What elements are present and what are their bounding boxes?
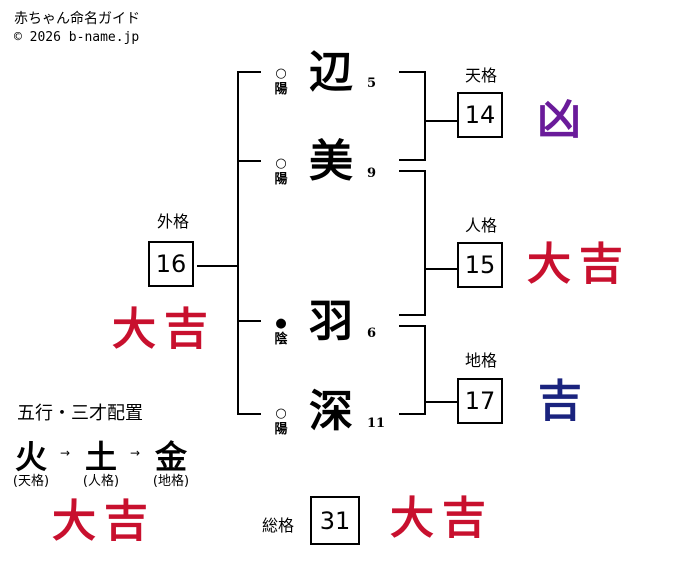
app-title: 赤ちゃん命名ガイド <box>14 11 140 27</box>
bracket-line <box>424 170 426 316</box>
stroke-count: 6 <box>367 326 377 341</box>
bracket-line <box>399 159 425 161</box>
tenkaku-fortune: 凶 <box>537 94 589 145</box>
stroke-count: 9 <box>367 166 377 181</box>
bracket-line <box>237 160 261 162</box>
name-char: 深 <box>309 386 353 437</box>
gogyo-title: 五行・三才配置 <box>17 403 143 424</box>
stroke-count: 11 <box>367 416 386 431</box>
bracket-line <box>399 325 425 327</box>
bracket-line <box>424 401 457 403</box>
arrow-icon: → <box>60 446 71 460</box>
polarity-yang: ○陽 <box>274 156 288 187</box>
bracket-line <box>424 120 457 122</box>
chikaku-label: 地格 <box>464 351 497 370</box>
gogyo-sub: (地格) <box>152 474 190 489</box>
bracket-line <box>399 71 425 73</box>
bracket-line <box>399 314 425 316</box>
gaikaku-fortune: 大吉 <box>112 304 216 355</box>
name-char: 美 <box>309 136 353 187</box>
stroke-count: 5 <box>367 76 377 91</box>
tenkaku-value: 14 <box>457 92 503 138</box>
arrow-icon: → <box>130 446 141 460</box>
polarity-yang: ○陽 <box>274 406 288 437</box>
gaikaku-label: 外格 <box>156 212 189 231</box>
bracket-line <box>424 71 426 161</box>
bracket-line <box>424 325 426 415</box>
name-char: 辺 <box>309 47 353 98</box>
tenkaku-label: 天格 <box>464 66 497 85</box>
name-char: 羽 <box>309 296 353 347</box>
polarity-yang: ○陽 <box>274 66 288 97</box>
soukaku-label: 総格 <box>261 516 294 535</box>
gogyo-element: 火 <box>14 438 47 476</box>
bracket-line <box>399 170 425 172</box>
jinkaku-value: 15 <box>457 242 503 288</box>
gogyo-sub: (人格) <box>82 474 120 489</box>
jinkaku-label: 人格 <box>464 216 497 235</box>
bracket-line <box>237 320 261 322</box>
polarity-yin: ●陰 <box>274 316 288 347</box>
gogyo-fortune: 大吉 <box>52 496 156 547</box>
chikaku-value: 17 <box>457 378 503 424</box>
bracket-line <box>237 71 239 415</box>
bracket-line <box>237 71 261 73</box>
bracket-line <box>197 265 237 267</box>
gogyo-sub: (天格) <box>12 474 50 489</box>
soukaku-value: 31 <box>310 496 360 545</box>
soukaku-fortune: 大吉 <box>390 493 494 544</box>
bracket-line <box>237 413 261 415</box>
jinkaku-fortune: 大吉 <box>527 239 631 290</box>
chikaku-fortune: 吉 <box>538 376 590 427</box>
bracket-line <box>424 268 457 270</box>
bracket-line <box>399 413 425 415</box>
gogyo-element: 土 <box>84 438 117 476</box>
gaikaku-value: 16 <box>148 241 194 287</box>
copyright: © 2026 b-name.jp <box>14 30 140 45</box>
gogyo-element: 金 <box>154 438 187 476</box>
